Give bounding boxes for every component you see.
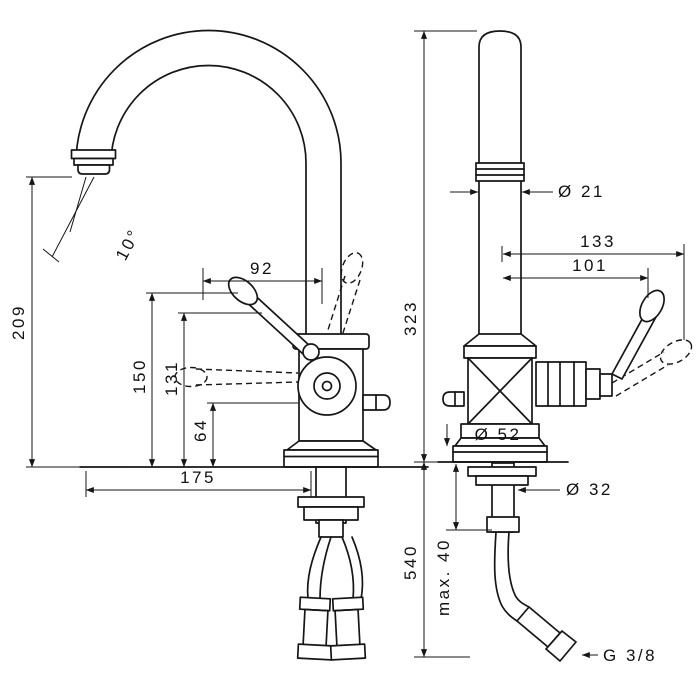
lever-handle-side [227,276,320,361]
dim-spray-angle: 10° [112,225,144,263]
dim-133-label: 133 [580,232,616,251]
dim-92-label: 92 [250,259,274,278]
dim-d21-label: Ø 21 [558,182,605,201]
dim-d52-label: Ø 52 [475,425,522,444]
handle-dashed-upright [326,252,364,337]
dim-g38-label: G 3/8 [603,646,657,665]
dim-d32-label: Ø 32 [566,480,613,499]
dim-spout-reach: 175 [85,468,312,497]
dim-pipe-diameter: Ø 21 [450,182,605,201]
dimensions: 209 10° 92 150 131 64 [9,30,685,665]
valve-knob [297,356,357,416]
dim-64-label: 64 [191,418,210,442]
dim-side-knob-height: 64 [191,402,298,468]
dim-shank-diameter: Ø 32 [517,480,613,499]
stream-angle-lines [42,176,95,263]
dim-handle-reach: 92 [202,259,323,304]
riser-pipe [475,30,525,335]
front-view [437,30,693,662]
dim-hose-length: 540 [401,461,470,658]
dim-connection-thread: G 3/8 [581,646,657,665]
handle-dashed-front [611,339,693,397]
dim-175-label: 175 [180,468,216,487]
hose-nut [545,630,577,662]
handle-dashed-horizontal [174,366,299,388]
dim-total-height: 323 [401,30,477,463]
mounting-hardware-front [467,462,577,662]
dim-max-mounting-thickness: max. 40 [434,463,492,616]
dim-body-height: 131 [162,312,262,468]
dim-209-label: 209 [9,304,28,340]
dim-323-label: 323 [401,300,420,336]
dim-handle-length: 101 [502,256,649,298]
dim-131-label: 131 [162,360,181,396]
dim-spout-height: 209 [9,176,80,468]
valve-cartridge [535,361,613,407]
dim-540-label: 540 [401,544,420,580]
dim-base-diameter: Ø 52 [443,424,522,447]
dim-10deg-label: 10° [112,225,144,263]
dim-max40-label: max. 40 [434,538,453,616]
spout-outline [70,29,342,335]
dim-handle-height: 150 [130,292,238,468]
faucet-body-front [442,333,548,463]
dim-150-label: 150 [130,358,149,394]
left-pin [442,391,465,407]
dim-handle-length-max: 133 [501,232,685,340]
mounting-hardware-side [296,466,367,661]
side-view [42,29,429,661]
lever-handle-front [611,289,665,380]
dim-101-label: 101 [572,256,608,275]
